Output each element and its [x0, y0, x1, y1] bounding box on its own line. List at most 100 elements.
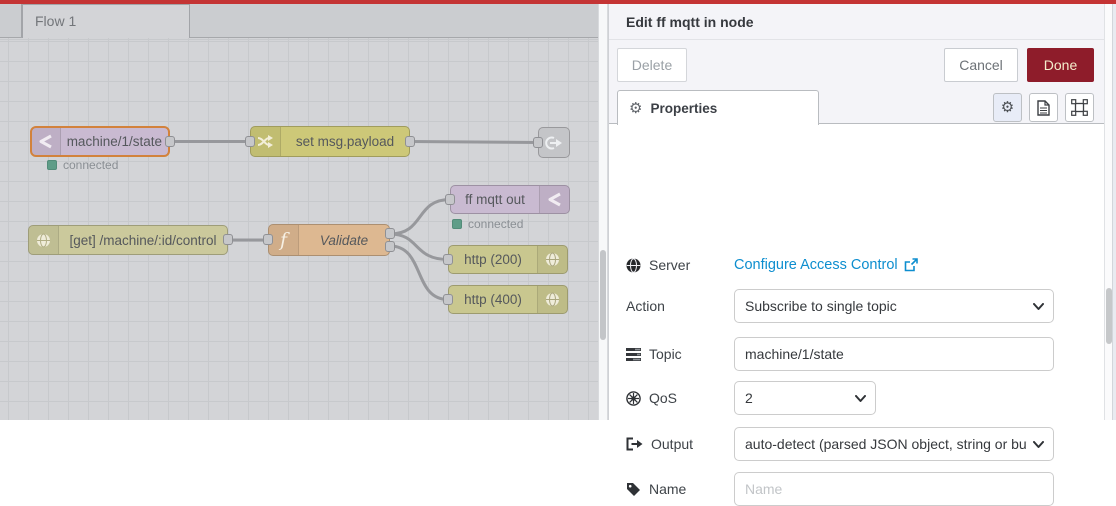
- edit-node-tray: Edit ff mqtt in node Delete Cancel Done …: [608, 4, 1104, 506]
- node-status: connected: [452, 217, 523, 231]
- properties-form: Server Configure Access Control Action S…: [609, 124, 1104, 506]
- shuffle-icon: [251, 127, 281, 156]
- output-port-2[interactable]: [385, 241, 395, 252]
- action-label: Action: [626, 298, 665, 314]
- gear-icon: ⚙: [629, 99, 643, 117]
- chevron-down-icon: [1033, 303, 1044, 310]
- node-label: Validate: [319, 232, 369, 248]
- tab-properties-label: Properties: [650, 100, 718, 116]
- input-port[interactable]: [443, 254, 453, 265]
- tray-scrollbar-thumb[interactable]: [1106, 288, 1112, 344]
- wire[interactable]: [388, 244, 450, 301]
- tab-properties[interactable]: ⚙ Properties: [617, 90, 819, 125]
- output-port[interactable]: [165, 136, 175, 147]
- tray-button-row: Delete Cancel Done: [609, 40, 1104, 90]
- node-label: set msg.payload: [295, 134, 395, 149]
- node-mqtt-in[interactable]: machine/1/state: [30, 126, 170, 157]
- link-out-icon: [539, 128, 569, 157]
- output-port[interactable]: [405, 136, 415, 147]
- node-label: machine/1/state: [66, 134, 162, 149]
- mqtt-icon: [32, 128, 61, 155]
- workspace-scrollbar-thumb[interactable]: [600, 250, 606, 340]
- status-dot-icon: [452, 219, 462, 229]
- node-function-validate[interactable]: f Validate: [268, 224, 390, 256]
- output-port[interactable]: [223, 234, 233, 245]
- workspace-scrollbar[interactable]: [598, 4, 608, 420]
- tasks-icon: [626, 347, 641, 361]
- chevron-down-icon: [1033, 441, 1044, 448]
- wire[interactable]: [388, 198, 452, 236]
- server-row: Server Configure Access Control: [626, 254, 918, 276]
- node-label: http (400): [464, 292, 522, 307]
- chevron-down-icon: [855, 395, 866, 402]
- done-button[interactable]: Done: [1027, 48, 1094, 82]
- status-text: connected: [63, 158, 119, 172]
- node-link-out[interactable]: [538, 127, 570, 158]
- tray-title: Edit ff mqtt in node: [609, 4, 1104, 40]
- document-icon: [1037, 99, 1050, 116]
- appearance-tool-button[interactable]: [1065, 93, 1094, 122]
- output-port-1[interactable]: [385, 228, 395, 239]
- globe-icon: [626, 257, 641, 273]
- output-row: Output auto-detect (parsed JSON object, …: [626, 427, 1054, 461]
- topic-label: Topic: [626, 346, 734, 362]
- wire[interactable]: [408, 140, 540, 144]
- node-http-response-400[interactable]: http (400): [448, 285, 568, 314]
- status-dot-icon: [47, 160, 57, 170]
- flow-canvas[interactable]: machine/1/state connected set msg.payloa…: [0, 38, 598, 420]
- action-select[interactable]: Subscribe to single topic: [734, 289, 1054, 323]
- input-port[interactable]: [445, 194, 455, 205]
- node-label: ff mqtt out: [465, 192, 525, 207]
- output-label: Output: [626, 436, 734, 452]
- output-select[interactable]: auto-detect (parsed JSON object, string …: [734, 427, 1054, 461]
- wire[interactable]: [388, 232, 450, 261]
- qos-row: QoS 2: [626, 381, 876, 415]
- tag-icon: [627, 482, 640, 496]
- globe-icon: [537, 246, 567, 273]
- mqtt-icon: [539, 186, 569, 213]
- qos-select[interactable]: 2: [734, 381, 876, 415]
- server-label: Server: [626, 257, 734, 273]
- delete-button[interactable]: Delete: [617, 48, 687, 82]
- node-mqtt-out[interactable]: ff mqtt out: [450, 185, 570, 214]
- qos-icon: [626, 390, 641, 406]
- cancel-button[interactable]: Cancel: [944, 48, 1018, 82]
- tray-tool-buttons: ⚙: [993, 93, 1094, 122]
- flow-tabbar: Flow 1: [0, 4, 598, 38]
- tray-scrollbar[interactable]: [1104, 4, 1112, 420]
- globe-icon: [29, 226, 59, 254]
- tab-stub: [0, 4, 22, 37]
- node-status: connected: [47, 158, 118, 172]
- input-port[interactable]: [245, 136, 255, 147]
- gear-icon: ⚙: [1000, 99, 1015, 116]
- topic-input[interactable]: [734, 337, 1054, 371]
- wires-layer: [168, 140, 540, 301]
- input-port[interactable]: [443, 294, 453, 305]
- node-label: http (200): [464, 252, 522, 267]
- appearance-icon: [1071, 99, 1088, 116]
- function-icon: f: [269, 225, 299, 255]
- topic-row: Topic: [626, 337, 1054, 371]
- node-http-in[interactable]: [get] /machine/:id/control: [28, 225, 228, 255]
- description-tool-button[interactable]: [1029, 93, 1058, 122]
- status-text: connected: [468, 217, 524, 231]
- tab-flow-1[interactable]: Flow 1: [22, 4, 190, 38]
- node-label: [get] /machine/:id/control: [69, 232, 217, 248]
- node-change[interactable]: set msg.payload: [250, 126, 410, 157]
- external-link-icon: [904, 258, 918, 272]
- name-label: Name: [626, 481, 734, 497]
- flow-workspace[interactable]: Flow 1 machine/1/state connected: [0, 4, 598, 420]
- qos-label: QoS: [626, 390, 734, 406]
- sign-out-icon: [626, 437, 643, 451]
- name-row: Name: [626, 472, 1054, 506]
- properties-tool-button[interactable]: ⚙: [993, 93, 1022, 122]
- globe-icon: [537, 286, 567, 313]
- action-row: Action Subscribe to single topic: [626, 289, 1054, 323]
- node-http-response-200[interactable]: http (200): [448, 245, 568, 274]
- input-port[interactable]: [263, 234, 273, 245]
- app-top-accent-bar: [0, 0, 1116, 4]
- input-port[interactable]: [533, 137, 543, 148]
- configure-access-control-link[interactable]: Configure Access Control: [734, 257, 918, 273]
- name-input[interactable]: [734, 472, 1054, 506]
- window-edge: [1112, 4, 1116, 420]
